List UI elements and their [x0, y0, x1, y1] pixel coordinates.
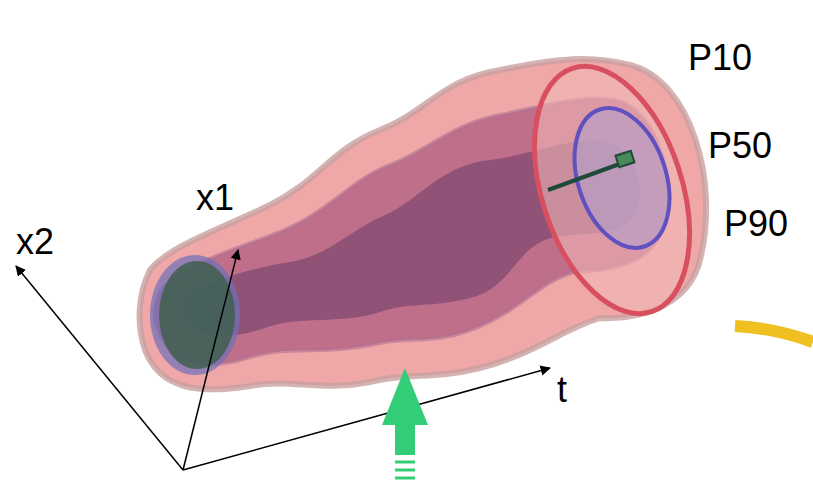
axis-label: P50 — [708, 128, 772, 164]
axis-label: t — [557, 372, 567, 408]
t-axis — [183, 368, 550, 470]
axis-label: x1 — [196, 180, 234, 216]
axis-label: P10 — [688, 40, 752, 76]
yellow-arc — [735, 326, 813, 342]
axis-label: x2 — [16, 224, 54, 260]
median-line — [548, 162, 625, 190]
x1-axis — [183, 250, 238, 470]
median-marker — [616, 151, 635, 167]
left-cap-blue — [150, 255, 240, 375]
x2-axis — [16, 266, 183, 470]
green-arrow — [382, 368, 428, 455]
axis-label: P90 — [724, 206, 788, 242]
p10-tube — [140, 59, 707, 389]
p10-end-ring — [506, 47, 718, 334]
left-cap-green — [159, 261, 235, 369]
green-arrow-stripes — [395, 462, 415, 478]
